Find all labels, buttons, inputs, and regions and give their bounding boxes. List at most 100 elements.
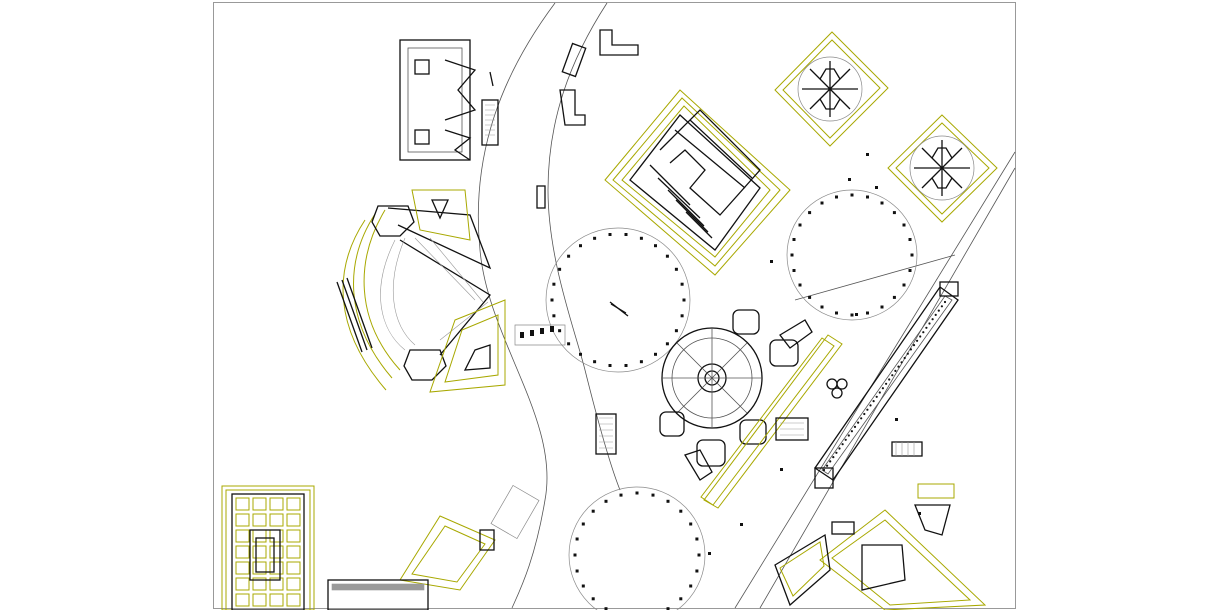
plaza-marker — [635, 491, 639, 495]
garden-cell — [252, 497, 267, 511]
garden-cell — [286, 497, 301, 511]
plaza-marker — [680, 282, 684, 286]
site-marker — [855, 313, 858, 316]
garden-cell — [269, 561, 284, 575]
column-marker — [860, 417, 863, 420]
plaza-marker — [892, 211, 896, 215]
plaza-marker — [902, 283, 906, 287]
plaza-marker — [591, 597, 595, 601]
garden-cell — [286, 577, 301, 591]
garden-cell — [235, 529, 250, 543]
plaza-marker — [866, 311, 869, 315]
plaza-marker — [593, 236, 597, 240]
boulevard-structures — [490, 29, 639, 540]
column-marker — [916, 339, 919, 342]
garden-cell — [252, 593, 267, 607]
garden-cell — [235, 593, 250, 607]
column-marker — [835, 451, 838, 454]
plaza-marker — [666, 499, 670, 503]
plaza-marker — [680, 314, 684, 318]
garden-cell — [235, 577, 250, 591]
scattered-markers — [708, 153, 921, 555]
garden-cell — [235, 497, 250, 511]
plaza-marker — [575, 537, 579, 541]
plaza-marker — [808, 211, 812, 215]
small-hatched-block — [891, 441, 923, 457]
plaza-marker — [792, 238, 796, 241]
plaza-marker — [573, 553, 577, 557]
plaza-marker — [666, 607, 670, 610]
plaza-marker — [591, 509, 595, 513]
plaza-marker — [850, 313, 854, 317]
garden-cell — [286, 545, 301, 559]
plaza-marker — [679, 509, 683, 513]
garden-cell — [269, 593, 284, 607]
column-marker — [826, 464, 829, 467]
site-marker — [875, 186, 878, 189]
plaza-marker — [651, 493, 655, 497]
column-marker — [943, 300, 947, 304]
plaza-marker — [579, 244, 582, 248]
garden-cell — [252, 577, 267, 591]
column-marker — [872, 400, 875, 403]
column-marker — [934, 313, 937, 316]
plaza-marker — [552, 282, 556, 286]
plaza-marker — [639, 360, 643, 364]
garden-cell — [269, 529, 284, 543]
site-marker — [895, 418, 898, 421]
column-marker — [844, 438, 847, 441]
south-building-complex — [327, 515, 496, 610]
garden-cell — [252, 561, 267, 575]
garden-cell — [286, 513, 301, 527]
south-east-gardens — [774, 378, 987, 610]
column-marker — [841, 443, 844, 446]
column-marker — [850, 430, 854, 433]
garden-cell — [269, 545, 284, 559]
plaza-marker — [798, 283, 802, 287]
plaza-marker — [665, 342, 669, 346]
drawing-frame — [213, 2, 1016, 609]
column-marker — [857, 421, 860, 424]
garden-cell — [286, 561, 301, 575]
plaza-marker — [558, 267, 562, 271]
star-garden-north — [774, 31, 889, 147]
column-marker — [931, 318, 934, 321]
column-marker — [897, 365, 900, 368]
plaza-marker — [902, 223, 906, 227]
plaza-marker — [593, 360, 597, 364]
site-marker — [770, 260, 773, 263]
column-marker — [829, 460, 832, 463]
site-marker — [780, 468, 783, 471]
garden-cell — [235, 561, 250, 575]
plaza-marker — [654, 244, 657, 248]
plaza-marker — [558, 329, 562, 333]
garden-cell — [252, 529, 267, 543]
column-marker — [894, 369, 897, 372]
site-marker — [740, 523, 743, 526]
garden-cell — [286, 593, 301, 607]
plaza-marker — [639, 236, 643, 240]
plaza-marker — [808, 295, 812, 299]
column-marker — [922, 331, 925, 334]
column-marker — [878, 391, 881, 394]
column-marker — [863, 412, 866, 416]
central-domed-pavilion — [659, 309, 813, 481]
theatre-complex — [342, 189, 506, 393]
site-marker — [848, 178, 851, 181]
column-marker — [903, 356, 906, 360]
column-marker — [906, 352, 909, 355]
column-marker — [838, 447, 841, 450]
plaza-marker — [697, 553, 701, 557]
central-boulevard — [477, 2, 621, 609]
plaza-marker — [567, 254, 571, 258]
plaza-marker — [679, 597, 683, 601]
side-benches — [336, 277, 373, 353]
column-marker — [869, 404, 872, 407]
column-marker — [891, 374, 894, 377]
garden-cell — [252, 545, 267, 559]
grid-garden — [221, 485, 315, 610]
plaza-marker — [550, 298, 554, 302]
plaza-marker — [790, 253, 794, 257]
plaza-marker — [624, 233, 628, 236]
